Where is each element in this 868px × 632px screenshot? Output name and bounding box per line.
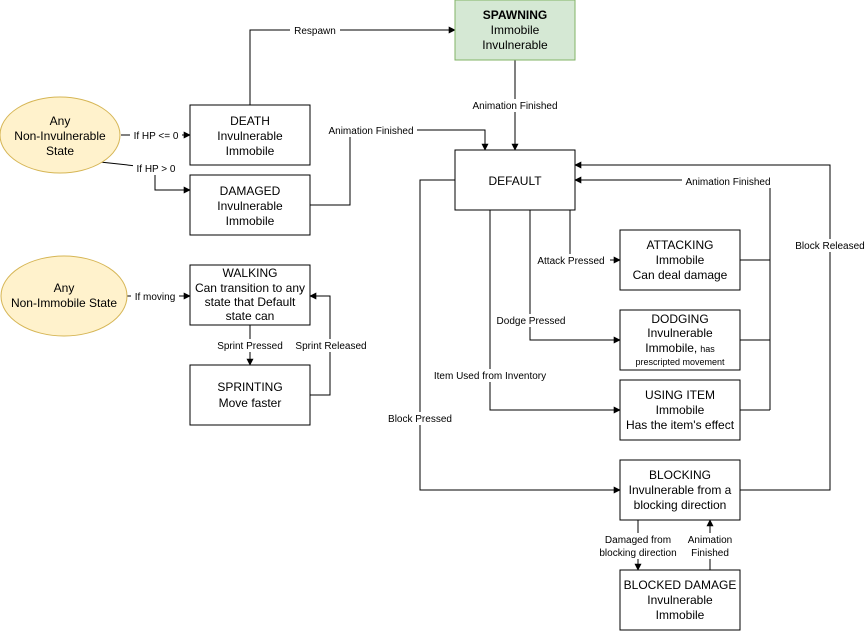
label-damaged-from-direction: Damaged from blocking direction [596, 533, 682, 559]
edge-to-damaged [99, 161, 191, 194]
svg-text:Respawn: Respawn [294, 26, 336, 37]
svg-text:Invulnerable: Invulnerable [647, 326, 713, 340]
svg-text:Block Pressed: Block Pressed [388, 414, 452, 425]
svg-text:blocking direction: blocking direction [634, 498, 727, 512]
node-default: DEFAULT [454, 149, 576, 211]
node-using-item: USING ITEM Immobile Has the item's effec… [619, 379, 741, 441]
svg-text:DEATH: DEATH [230, 114, 270, 128]
svg-text:Dodge Pressed: Dodge Pressed [497, 316, 566, 327]
label-sprint-released: Sprint Released [291, 339, 371, 352]
node-any-non-immobile-state: Any Non-Immobile State [0, 255, 128, 337]
svg-text:Has the item's effect: Has the item's effect [626, 418, 735, 432]
svg-text:If HP > 0: If HP > 0 [136, 164, 175, 175]
svg-text:DAMAGED: DAMAGED [220, 184, 281, 198]
label-spawn-anim-finished: Animation Finished [469, 99, 561, 112]
edge-default-to-dodging [529, 210, 621, 344]
svg-text:WALKING: WALKING [223, 266, 278, 280]
node-death: DEATH Invulnerable Immobile [189, 104, 311, 166]
node-blocking: BLOCKING Invulnerable from a blocking di… [619, 459, 741, 521]
svg-text:Immobile: Immobile [491, 23, 540, 37]
edge-default-to-blocking [419, 179, 621, 494]
svg-text:State: State [46, 144, 74, 158]
label-respawn: Respawn [290, 24, 340, 37]
svg-text:Non-Immobile State: Non-Immobile State [11, 296, 117, 310]
svg-text:Move faster: Move faster [219, 396, 282, 410]
svg-text:Invulnerable: Invulnerable [217, 129, 283, 143]
label-if-hp-le-0: If HP <= 0 [130, 129, 182, 142]
node-attacking: ATTACKING Immobile Can deal damage [619, 229, 741, 291]
node-any-non-invulnerable-state: Any Non-Invulnerable State [0, 96, 121, 174]
svg-text:Sprint Pressed: Sprint Pressed [217, 341, 283, 352]
svg-text:Sprint Released: Sprint Released [295, 341, 366, 352]
svg-text:Damaged from: Damaged from [605, 535, 671, 546]
svg-text:prescripted movement: prescripted movement [635, 357, 725, 367]
svg-text:Invulnerable: Invulnerable [217, 199, 283, 213]
svg-text:Invulnerable from a: Invulnerable from a [629, 483, 732, 497]
svg-text:state can: state can [226, 309, 275, 323]
svg-text:Immobile: Immobile [656, 608, 705, 622]
svg-text:If moving: If moving [135, 292, 176, 303]
label-blocked-anim-finished: Animation Finished [686, 533, 734, 559]
label-block-pressed: Block Pressed [384, 412, 456, 425]
label-damaged-anim-finished: Animation Finished [325, 124, 417, 137]
svg-text:USING ITEM: USING ITEM [645, 388, 715, 402]
edge-actions-to-default [574, 176, 771, 410]
svg-text:Block Released: Block Released [795, 241, 864, 252]
svg-text:SPAWNING: SPAWNING [483, 8, 547, 22]
svg-text:Attack Pressed: Attack Pressed [537, 256, 604, 267]
label-dodge-pressed: Dodge Pressed [492, 314, 570, 327]
svg-text:Item Used from Inventory: Item Used from Inventory [434, 371, 546, 382]
svg-text:blocking direction: blocking direction [599, 548, 676, 559]
label-attack-pressed: Attack Pressed [532, 254, 610, 267]
node-damaged: DAMAGED Invulnerable Immobile [189, 174, 311, 236]
svg-text:BLOCKING: BLOCKING [649, 468, 711, 482]
svg-text:Immobile: Immobile [656, 253, 705, 267]
label-if-moving: If moving [131, 290, 179, 303]
svg-text:Invulnerable: Invulnerable [647, 593, 713, 607]
svg-text:Immobile,has: Immobile,has [645, 341, 715, 355]
svg-text:state that Default: state that Default [205, 295, 296, 309]
svg-text:SPRINTING: SPRINTING [217, 380, 282, 394]
svg-text:Any: Any [50, 114, 71, 128]
node-spawning: SPAWNING Immobile Invulnerable [454, 0, 576, 61]
svg-text:DODGING: DODGING [651, 312, 708, 326]
svg-text:If HP <= 0: If HP <= 0 [134, 131, 179, 142]
label-action-anim-finished: Animation Finished [682, 175, 774, 188]
svg-text:Animation Finished: Animation Finished [685, 177, 770, 188]
node-sprinting: SPRINTING Move faster [189, 364, 311, 426]
svg-text:Finished: Finished [691, 548, 729, 559]
svg-text:Animation Finished: Animation Finished [328, 126, 413, 137]
label-item-used: Item Used from Inventory [428, 369, 552, 382]
edge-respawn [249, 26, 456, 105]
svg-text:DEFAULT: DEFAULT [488, 174, 542, 188]
node-walking: WALKING Can transition to any state that… [189, 264, 311, 326]
svg-text:Any: Any [54, 281, 75, 295]
svg-text:Non-Invulnerable: Non-Invulnerable [14, 129, 106, 143]
svg-text:Animation: Animation [688, 535, 732, 546]
svg-text:BLOCKED DAMAGE: BLOCKED DAMAGE [624, 578, 737, 592]
svg-text:Can deal damage: Can deal damage [633, 268, 728, 282]
svg-text:Immobile: Immobile [656, 403, 705, 417]
node-dodging: DODGING Invulnerable Immobile,has prescr… [619, 309, 741, 371]
edge-default-to-using-item [489, 210, 621, 414]
svg-text:Invulnerable: Invulnerable [482, 38, 548, 52]
svg-text:Animation Finished: Animation Finished [472, 101, 557, 112]
label-if-hp-gt-0: If HP > 0 [133, 162, 179, 175]
node-blocked-damage: BLOCKED DAMAGE Invulnerable Immobile [619, 569, 741, 631]
svg-text:Immobile: Immobile [226, 214, 275, 228]
label-sprint-pressed: Sprint Pressed [213, 339, 288, 352]
edge-default-to-attacking [569, 210, 621, 264]
label-block-released: Block Released [792, 239, 868, 252]
edge-blocking-to-default [574, 161, 831, 491]
svg-text:ATTACKING: ATTACKING [647, 238, 714, 252]
svg-text:Can transition to any: Can transition to any [195, 281, 305, 295]
svg-text:Immobile: Immobile [226, 144, 275, 158]
